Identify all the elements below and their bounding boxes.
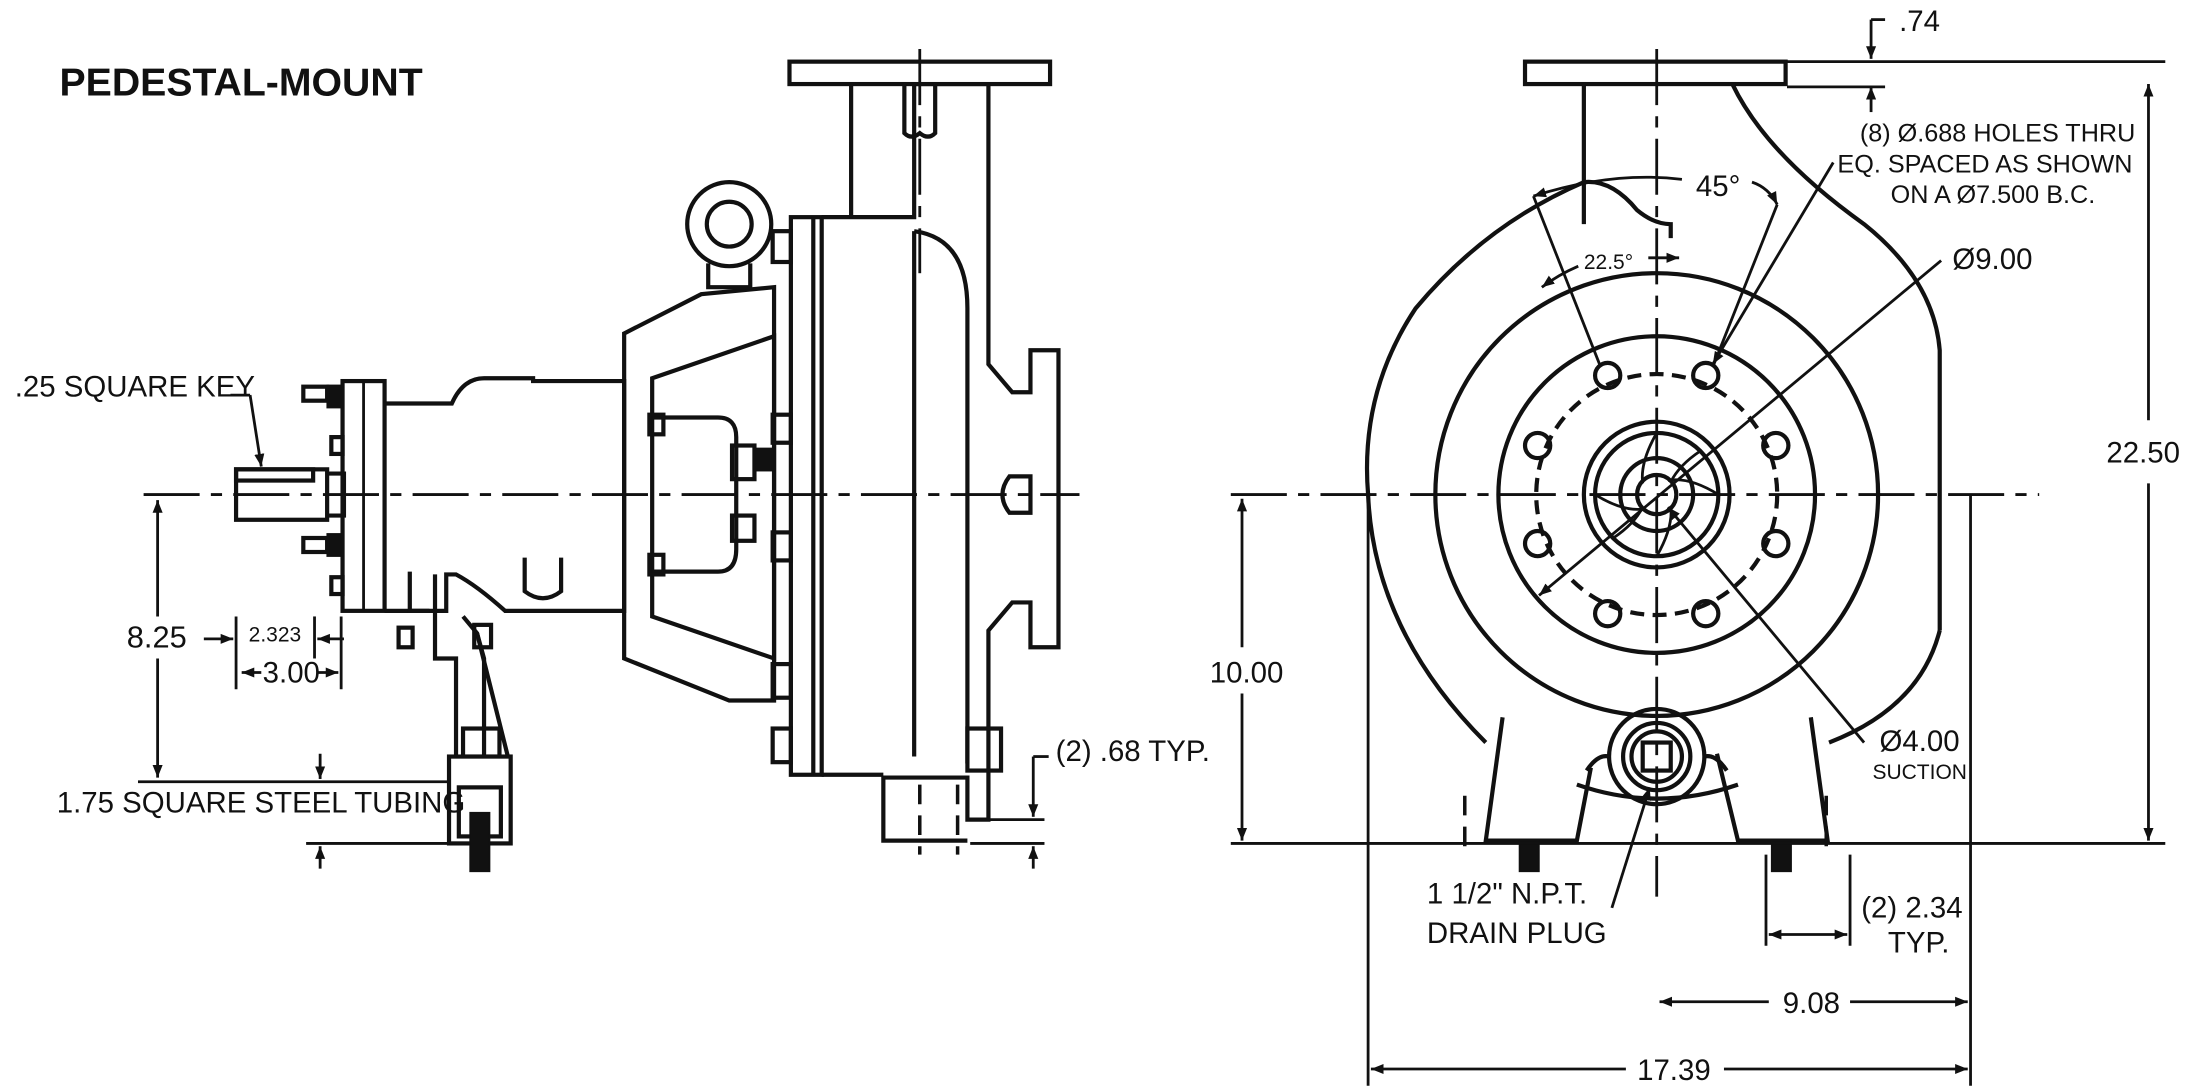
casing-feet <box>1463 717 1831 873</box>
end-view: .74 (8) Ø.688 HOLES THRU EQ. SPACED AS S… <box>1210 5 2180 1087</box>
drain-plug <box>1584 706 1729 807</box>
foot-thickness-label: (2) .68 TYP. <box>1056 735 1210 768</box>
drawing-title: PEDESTAL-MOUNT <box>60 60 423 104</box>
foot-width-label-2: TYP. <box>1888 927 1950 960</box>
shaft-extension-label: 3.00 <box>263 656 320 689</box>
key-label: .25 SQUARE KEY <box>15 370 255 403</box>
end-dimensions <box>1230 18 2166 1086</box>
shaft-height-label: 8.25 <box>127 619 187 654</box>
holes-label-1: (8) Ø.688 HOLES THRU <box>1860 120 2135 148</box>
holes-label-3: ON A Ø7.500 B.C. <box>1891 181 2096 209</box>
half-width-label: 9.08 <box>1783 987 1840 1020</box>
bolt-holes <box>1522 360 1791 629</box>
end-discharge-flange <box>1522 59 1942 631</box>
discharge-flange <box>787 59 1053 218</box>
angle-22-label: 22.5° <box>1584 251 1633 274</box>
pedestal-leg <box>396 574 513 873</box>
drain-label-1: 1 1/2" N.P.T. <box>1427 878 1587 911</box>
bearing-flange <box>301 378 387 613</box>
suction-dia-label: Ø4.00 <box>1879 725 1959 758</box>
drain-label-2: DRAIN PLUG <box>1427 917 1607 950</box>
tubing-label: 1.75 SQUARE STEEL TUBING <box>57 787 466 820</box>
side-dimensions <box>137 393 1049 869</box>
foot-width-label-1: (2) 2.34 <box>1861 892 1962 925</box>
lifting-eye <box>685 180 774 290</box>
adapter-frame <box>622 284 777 703</box>
suction-label: SUCTION <box>1872 761 1967 784</box>
flange-thickness-label: .74 <box>1899 5 1940 38</box>
center-height-label: 10.00 <box>1210 656 1284 689</box>
volute-casing <box>1364 179 1942 745</box>
overall-width-label: 17.39 <box>1637 1054 1711 1087</box>
overall-height-label: 22.50 <box>2106 436 2180 469</box>
holes-label-2: EQ. SPACED AS SHOWN <box>1837 150 2132 178</box>
key-length-label: 2.323 <box>249 624 302 647</box>
side-view: .25 SQUARE KEY 8.25 2.323 3.00 1.75 SQUA… <box>15 49 1210 873</box>
flange-dia-label: Ø9.00 <box>1952 243 2032 276</box>
casing-cover <box>770 215 824 777</box>
angle-45-label: 45° <box>1696 170 1740 203</box>
pump-casing <box>821 81 1061 855</box>
